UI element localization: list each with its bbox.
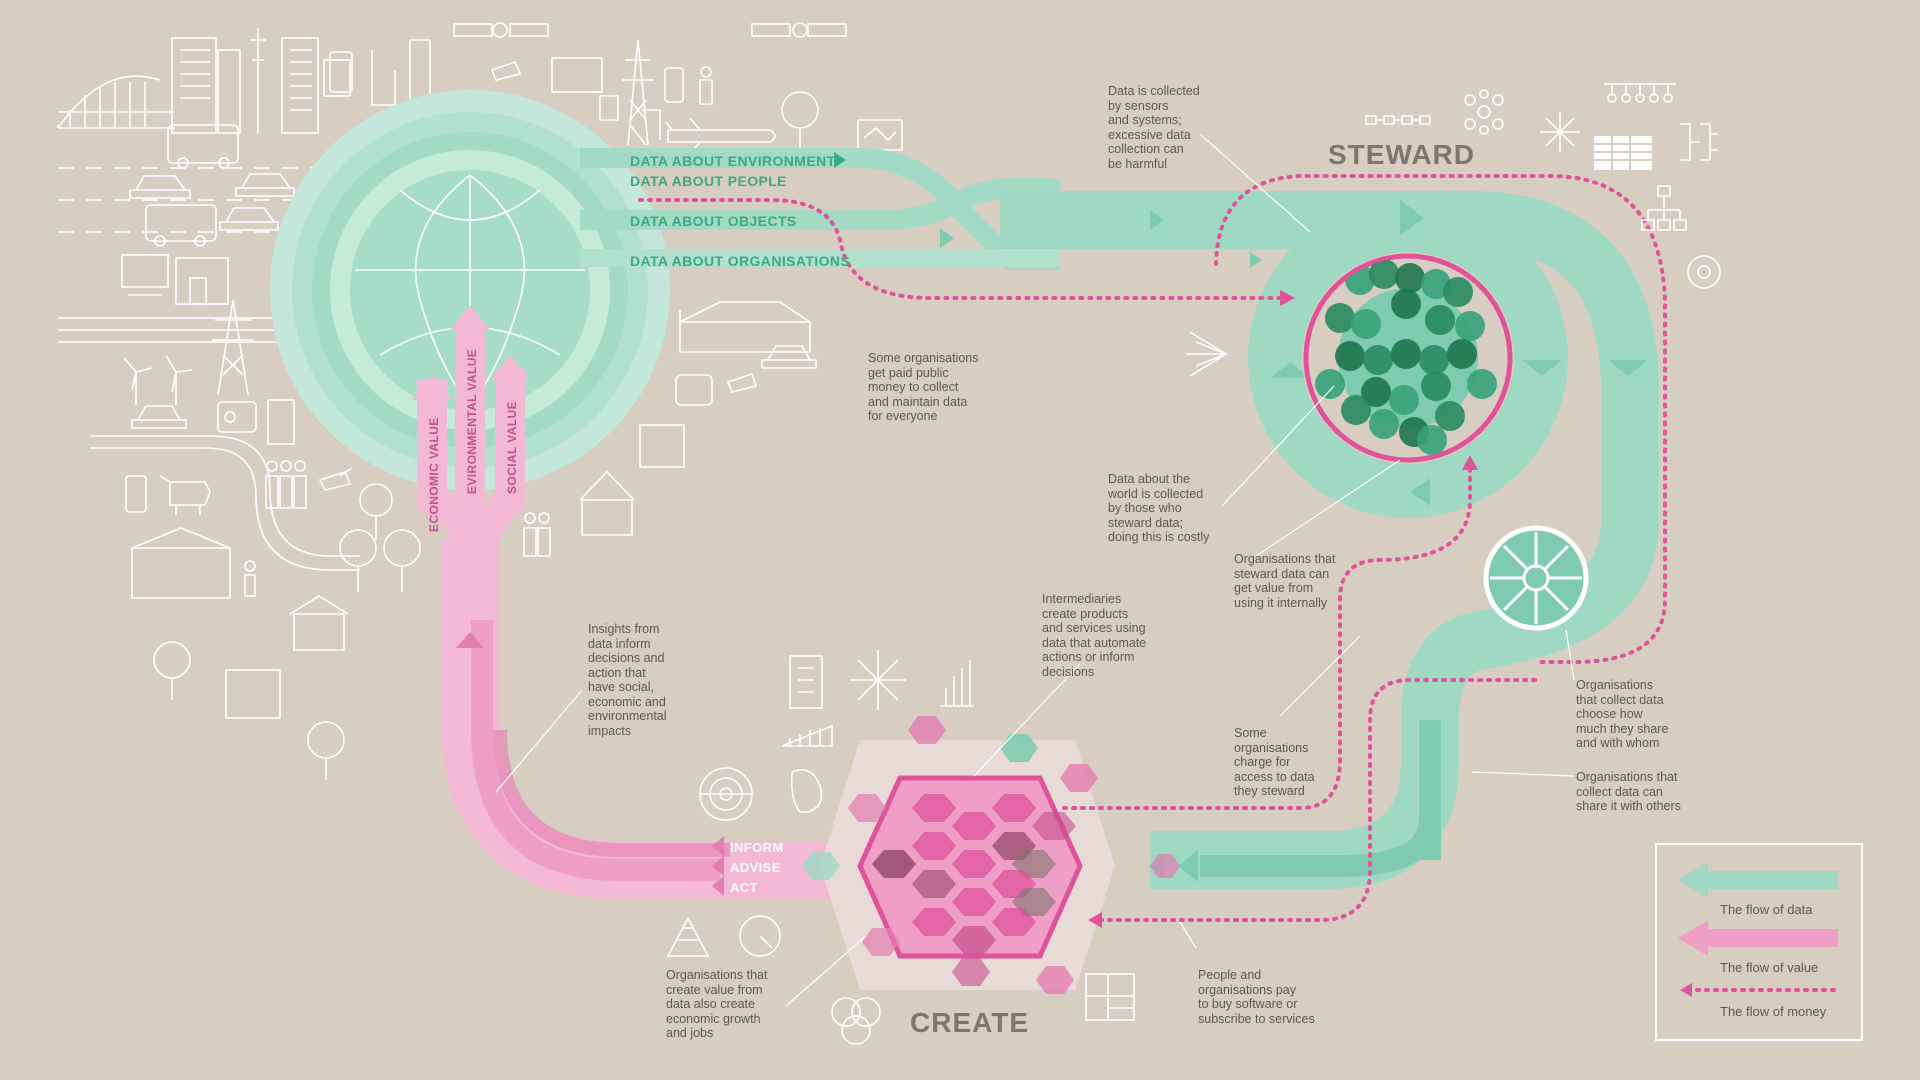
car-icon [129,173,817,429]
annotation-intermediaries: Intermediaries create products and servi… [1042,592,1147,679]
legend-data-label: The flow of data [1720,902,1813,917]
annotation-create-value: Organisations that create value from dat… [666,968,768,1040]
chain-icon [1365,115,1431,125]
annotation-insights: Insights from data inform decisions and … [588,622,667,738]
economic-value-arrowhead [412,375,452,400]
create-hub [802,716,1180,994]
checklist-icon [789,655,823,709]
data-stream-objects: DATA ABOUT OBJECTS [630,213,797,229]
create-label: CREATE [910,1007,1029,1038]
laptop-icon [121,57,685,468]
annotation-choose-share: Organisations that collect data choose h… [1576,678,1669,750]
appliance-icon [599,95,661,140]
hierarchy-icon [1604,83,1718,231]
factory-icon [175,257,811,719]
satellite-icon [453,22,847,38]
distribution-icon [1186,331,1229,377]
data-stream-people: DATA ABOUT PEOPLE [630,173,787,189]
money-path-subscribe [1098,678,1542,922]
venn-diagram-icon [831,997,881,1045]
data-stream-environment: DATA ABOUT ENVIRONMENT [630,153,836,169]
tree-icon [153,91,819,780]
annotation-share-others: Organisations that collect data can shar… [1576,770,1681,813]
gauge-icon [739,915,781,957]
pyramid-chart-icon [666,916,710,957]
data-stream-organisations: DATA ABOUT ORGANISATIONS [630,253,850,269]
inform-label: INFORM [730,840,784,855]
environmental-value-label: EVIRONMENTAL VALUE [465,349,479,494]
annotation-charge-access: Some organisations charge for access to … [1234,726,1315,798]
create-outer-hexes [802,716,1180,994]
grid-layout-icon [1085,973,1135,1021]
people-icon [244,66,713,597]
value-flow [412,305,1000,899]
annotation-paid-public: Some organisations get paid public money… [868,351,979,423]
cow-icon [125,475,211,515]
road-curve [90,435,360,557]
sharing-wheel-icon [1483,525,1589,631]
spreadsheet-icon [1594,136,1652,170]
chart-screen-icon [857,119,903,151]
data-flow [270,90,1659,889]
annotation-collected-sensors: Data is collected by sensors and systems… [1108,84,1200,171]
money-path-outer [1214,174,1667,664]
transmission-tower-icon [212,39,654,396]
money-flow [638,174,1667,922]
environmental-value-arrowhead [450,305,490,330]
bridge-icon [57,75,175,129]
network-icon [1464,89,1721,289]
legend: The flow of data The flow of value The f… [1655,843,1863,1041]
rail-lines [58,317,280,343]
advise-label: ADVISE [730,860,781,875]
annotation-steward-value: Organisations that steward data can get … [1234,552,1336,610]
money-path-charge [1062,458,1472,810]
steward-label: STEWARD [1328,139,1475,170]
road-curve-inner [90,447,360,571]
right-icons [1186,83,1721,377]
aeroplane-icon [665,117,776,155]
steward-data-dots [1315,259,1497,455]
cctv-camera-icon [318,60,758,491]
bar-chart-icon [940,660,974,707]
smart-meter-icon [217,51,713,445]
area-chart-icon [781,724,833,747]
economic-value-label: ECONOMIC VALUE [427,417,441,532]
create-hex-cells [872,794,1076,954]
annotation-collected-stewards: Data about the world is collected by tho… [1108,472,1210,544]
shield-icon [790,769,823,813]
leader-lines [495,133,1575,1007]
money-path-public [638,198,1282,300]
legend-value-label: The flow of value [1720,960,1818,975]
house-icon [131,470,635,651]
road-lines [58,167,320,233]
wind-turbine-icon [123,355,193,405]
bus-icon [145,124,239,247]
legend-money-label: The flow of money [1720,1004,1827,1019]
steward-core-ring [1303,253,1513,463]
act-label: ACT [730,880,758,895]
social-value-arrowhead [490,355,530,380]
social-value-label: SOCIAL VALUE [505,401,519,494]
radar-icon [699,767,753,821]
sunburst-icon [850,650,906,710]
legend-box [1655,843,1863,1041]
city-illustration [57,22,903,780]
annotation-people-pay: People and organisations pay to buy soft… [1198,968,1315,1026]
create-icons [666,650,1135,1045]
